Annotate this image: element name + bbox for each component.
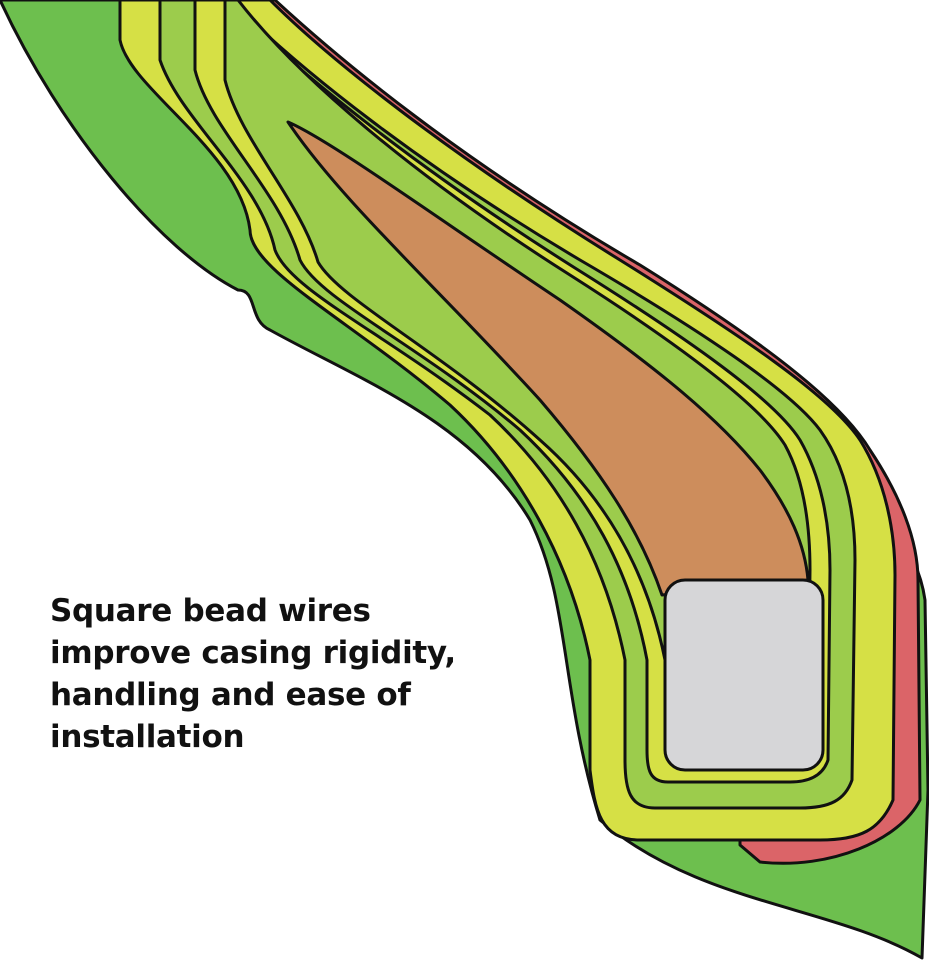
caption-line: handling and ease of <box>50 677 411 713</box>
caption-text: Square bead wires improve casing rigidit… <box>50 590 570 758</box>
bead-filler <box>286 120 810 597</box>
caption-line: installation <box>50 719 245 755</box>
square-bead-wire <box>663 578 825 772</box>
caption-line: improve casing rigidity, <box>50 635 456 671</box>
caption-line: Square bead wires <box>50 593 371 629</box>
